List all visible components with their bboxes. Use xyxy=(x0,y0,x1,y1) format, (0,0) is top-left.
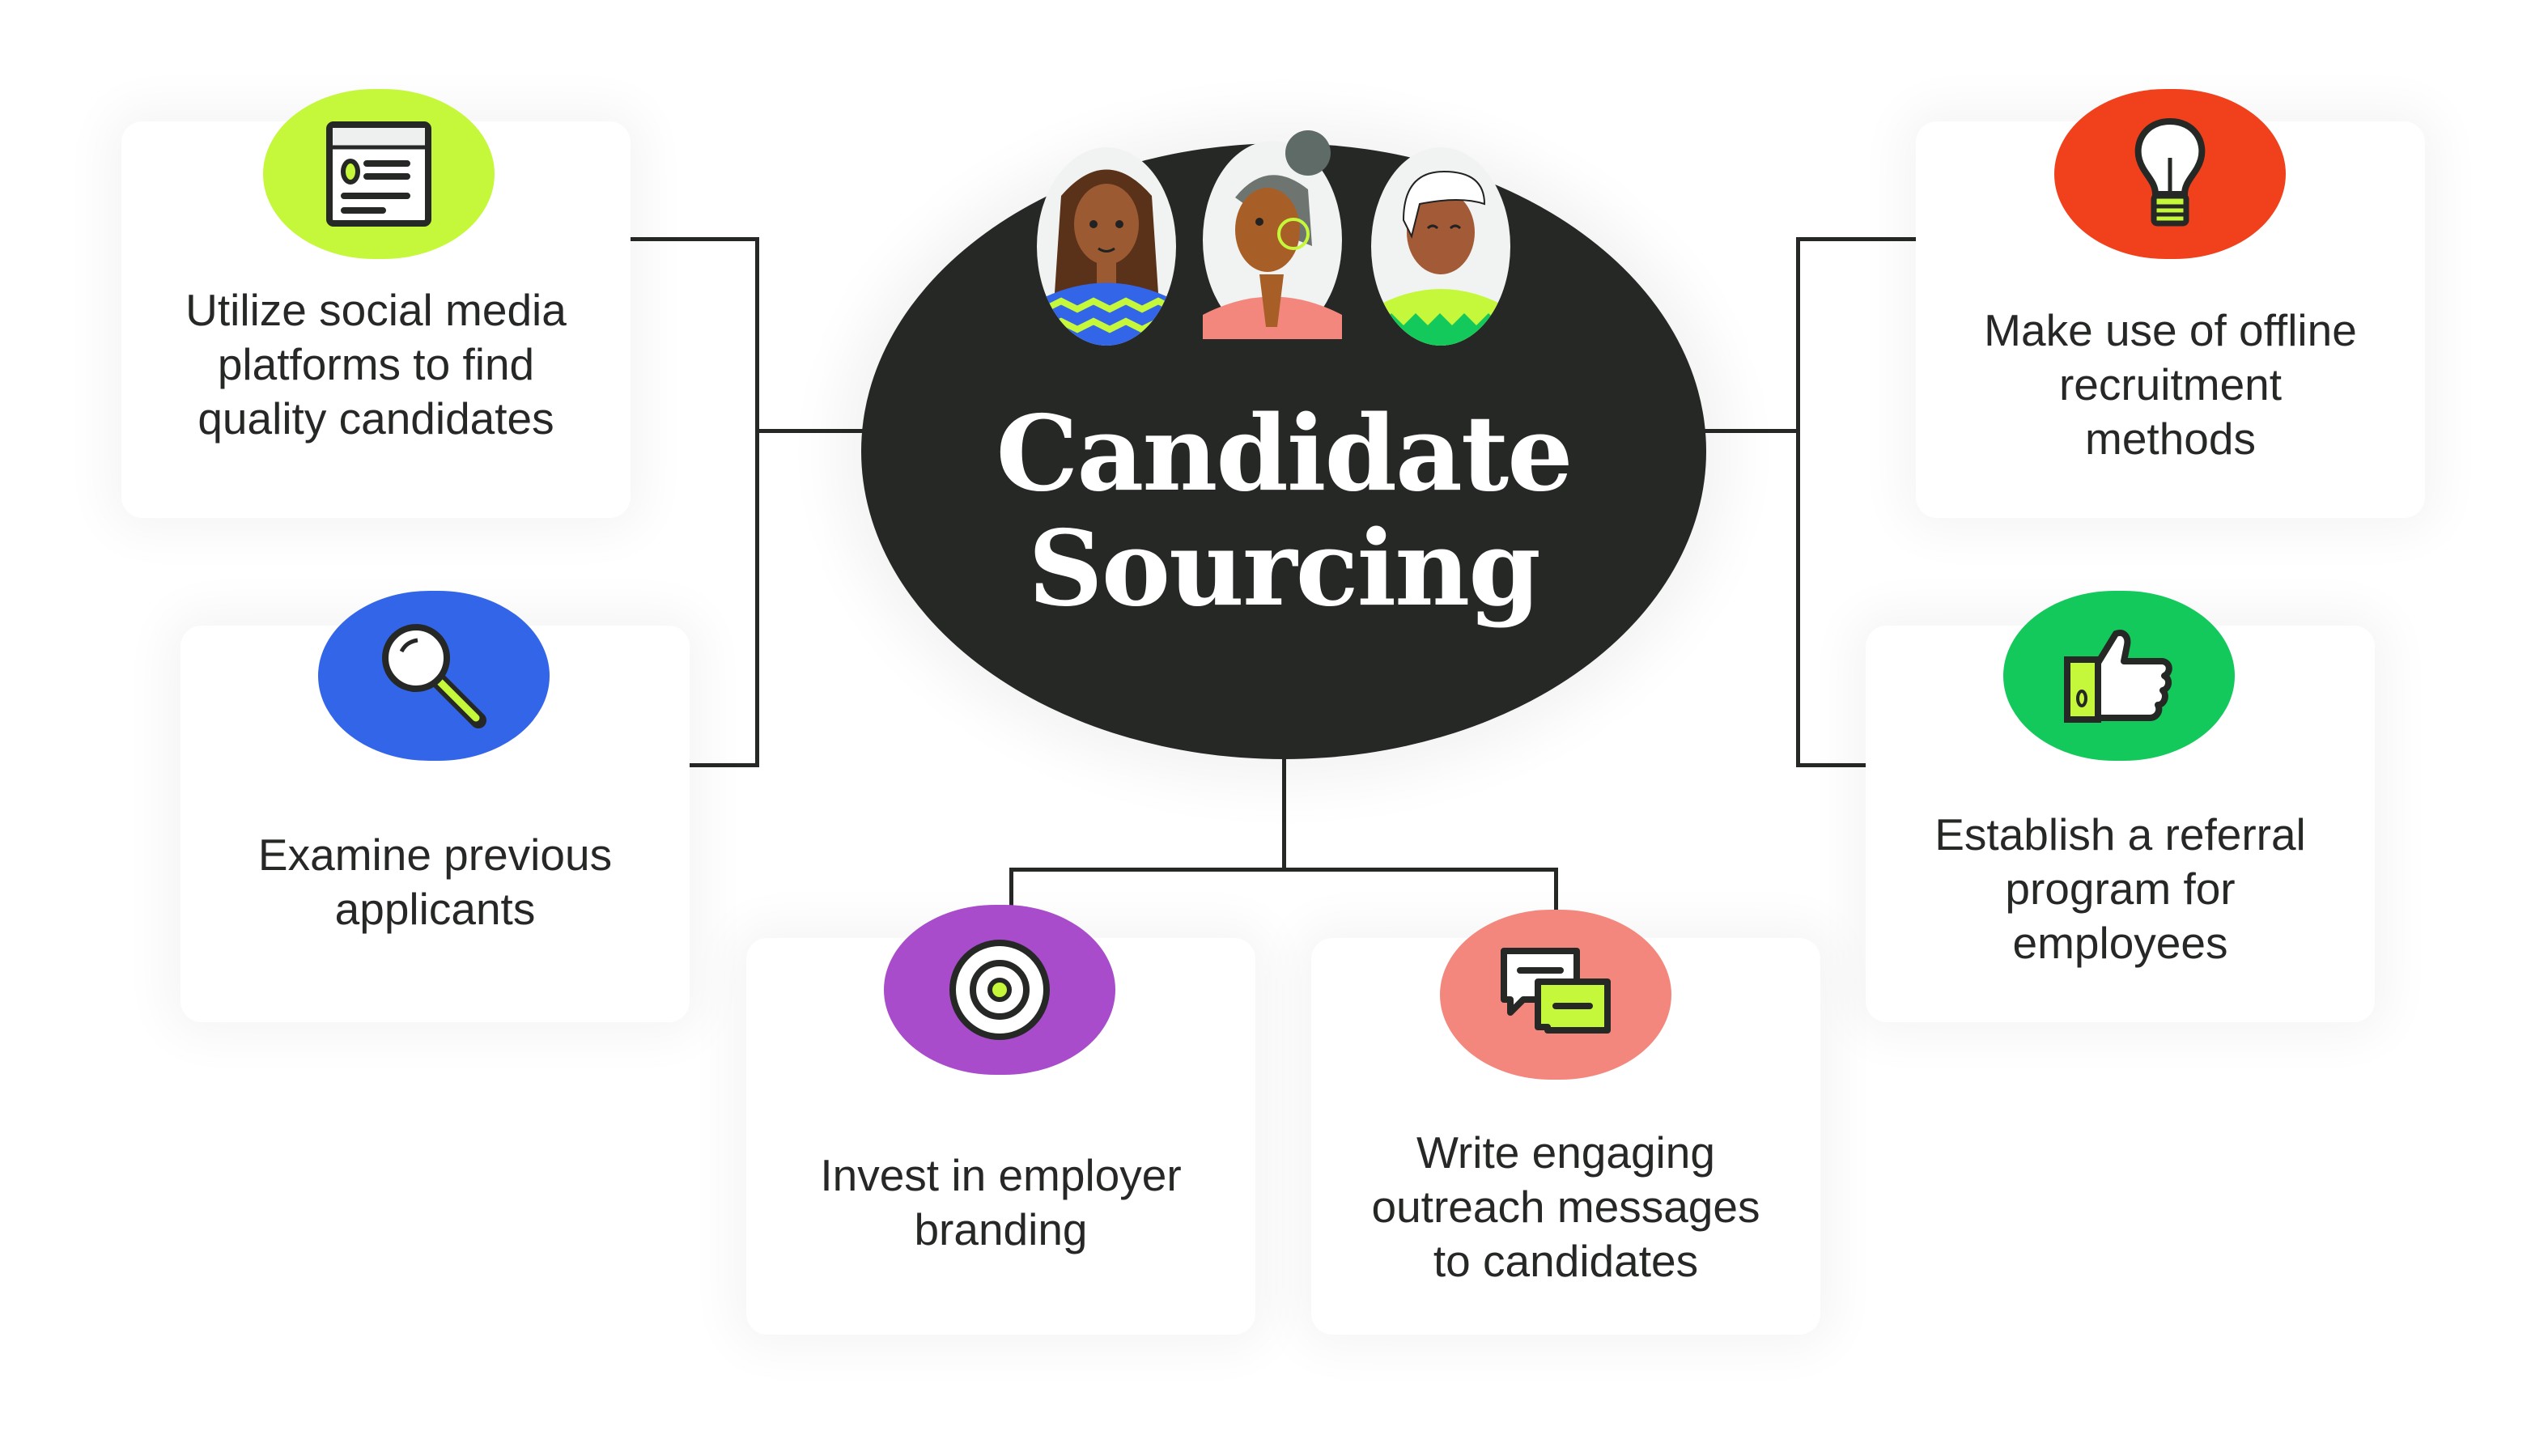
connector xyxy=(1796,237,1800,767)
document-profile-icon xyxy=(326,121,431,227)
chat-bubbles-icon xyxy=(1501,948,1611,1034)
connector xyxy=(1009,868,1013,916)
social-media-icon-badge xyxy=(263,89,495,259)
connector xyxy=(1796,237,1916,241)
card-text: Establish a referral program for employe… xyxy=(1934,809,2306,968)
lightbulb-icon xyxy=(2134,117,2206,227)
previous-applicants-icon-badge xyxy=(318,591,550,761)
card-text: Utilize social media platforms to find q… xyxy=(185,285,567,444)
connector xyxy=(1282,745,1286,871)
connector xyxy=(755,429,868,433)
connector xyxy=(1009,868,1558,872)
magnifier-icon xyxy=(382,624,486,728)
target-icon xyxy=(949,940,1050,1040)
card-text: Write engaging outreach messages to cand… xyxy=(1371,1127,1760,1286)
woman-gray-bun-avatar xyxy=(1203,130,1342,339)
connector xyxy=(1796,763,1866,767)
hub-title: Candidate Sourcing xyxy=(861,397,1706,626)
thumbs-up-icon xyxy=(2064,630,2172,723)
woman-curly-hair-avatar xyxy=(1037,147,1176,346)
man-white-hair-avatar xyxy=(1371,147,1510,346)
card-outreach-messages: Write engaging outreach messages to cand… xyxy=(1311,938,1820,1335)
employer-branding-icon-badge xyxy=(884,905,1115,1075)
connector xyxy=(631,237,759,241)
connector xyxy=(689,763,759,767)
card-text: Invest in employer branding xyxy=(820,1150,1182,1254)
card-social-media: Utilize social media platforms to find q… xyxy=(121,121,631,518)
connector xyxy=(755,237,759,767)
connector xyxy=(1700,429,1800,433)
connector xyxy=(1554,868,1558,916)
card-text: Examine previous applicants xyxy=(257,830,613,934)
referral-program-icon-badge xyxy=(2003,591,2235,761)
hub-title-line2: Sourcing xyxy=(1028,508,1540,630)
outreach-messages-icon-badge xyxy=(1440,910,1671,1080)
card-text: Make use of offline recruitment methods xyxy=(1984,305,2357,464)
offline-methods-icon-badge xyxy=(2054,89,2286,259)
hub-title-line1: Candidate xyxy=(996,393,1573,515)
